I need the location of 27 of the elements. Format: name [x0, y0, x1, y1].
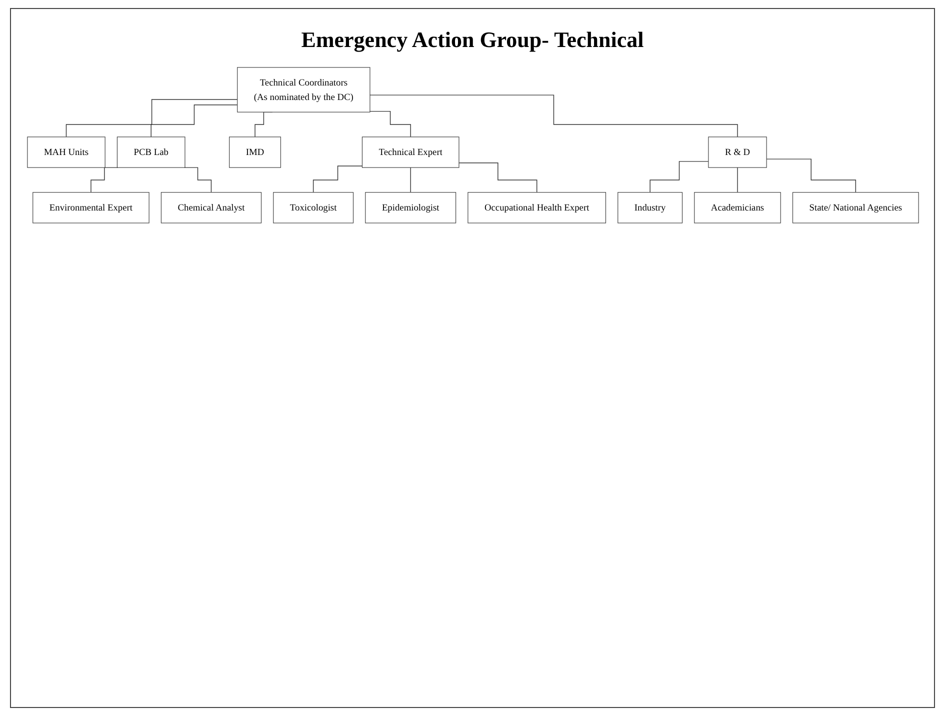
node-box	[708, 136, 766, 168]
connector	[458, 162, 537, 193]
node-box	[272, 192, 354, 224]
node-box	[236, 67, 370, 112]
connector	[312, 166, 362, 193]
node-box	[361, 136, 459, 168]
connector	[150, 104, 238, 138]
diagram-title: Emergency Action Group- Technical	[301, 27, 644, 53]
connector	[369, 110, 410, 138]
connector	[766, 158, 856, 193]
node-box	[160, 192, 262, 224]
node-box	[694, 192, 780, 224]
node-box	[617, 192, 682, 224]
node-box	[228, 136, 280, 168]
node-box	[32, 192, 149, 224]
node-box	[26, 136, 105, 168]
connector	[736, 167, 738, 193]
node-box	[792, 192, 918, 224]
connector	[65, 99, 238, 138]
diagram-frame: Emergency Action Group- Technical Technical Coordinators (As nominated by the DC) MAH Units PCB Lab IMD Technical Expert R & D Environmental Expert Chemical Analyst Toxicologist Epidemiologist Occupational Health Expert Industry Academicians State/ National Agencies	[10, 8, 935, 708]
connector	[183, 167, 212, 193]
connector	[369, 94, 738, 138]
connector	[649, 161, 708, 193]
node-box	[116, 136, 185, 168]
node-box	[467, 192, 606, 224]
node-box	[364, 192, 456, 224]
connector	[90, 167, 118, 193]
